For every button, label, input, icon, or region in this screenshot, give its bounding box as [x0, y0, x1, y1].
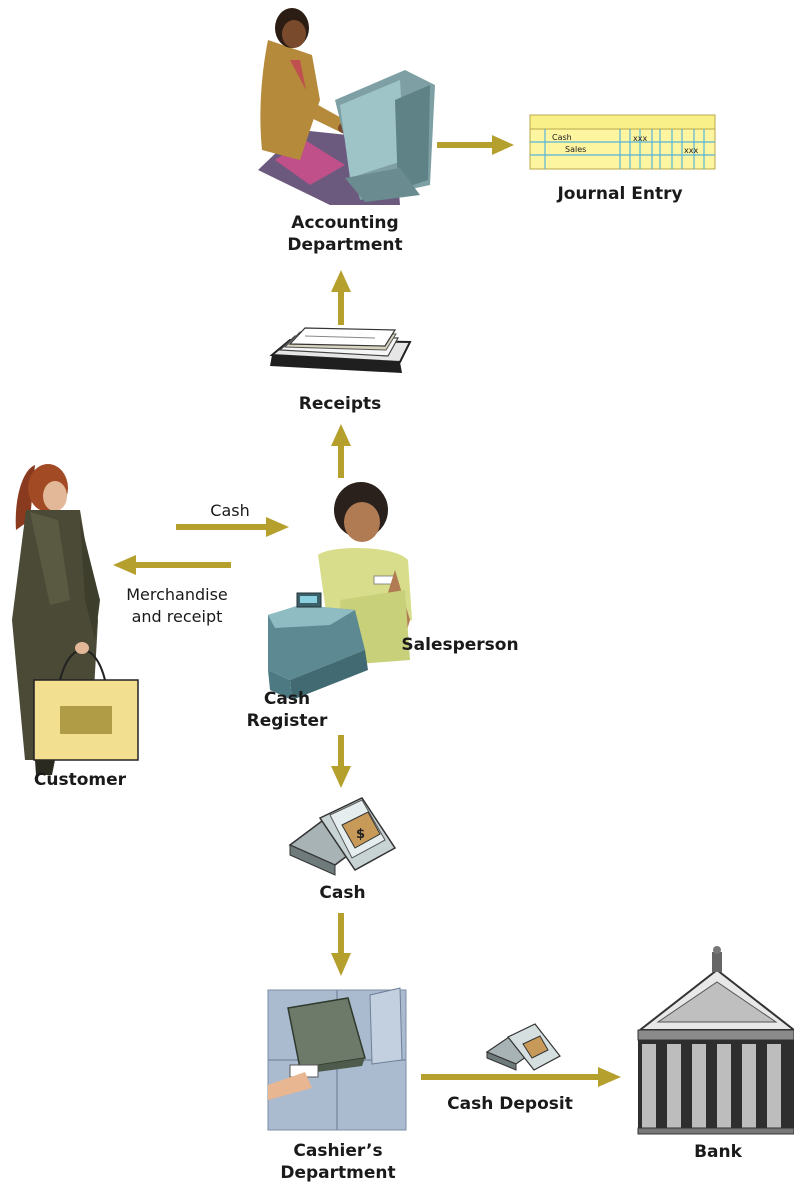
cash-register-icon — [268, 592, 368, 700]
ledger-row2-account: Sales — [565, 145, 586, 154]
flow-arrow-receipts-to-accounting — [331, 270, 351, 325]
journal-entry-label: Journal Entry — [557, 184, 683, 204]
accounting-label-line2: Department — [287, 235, 403, 255]
accountant-at-computer-icon — [258, 8, 435, 205]
deposit-cash-icon — [485, 1023, 561, 1071]
ledger-row1-amount: xxx — [633, 134, 647, 143]
flow-arrow-cash-from-customer — [176, 517, 289, 537]
cash-register-label: Cash Register — [232, 688, 342, 732]
svg-text:$: $ — [356, 827, 365, 842]
flow-arrow-register-to-receipts — [331, 424, 351, 478]
cash-label: Cash — [319, 883, 366, 903]
cashiers-department-label: Cashier’s Department — [268, 1140, 408, 1184]
receipts-label: Receipts — [298, 394, 382, 414]
merchandise-receipt-label: Merchandise and receipt — [112, 584, 242, 628]
flow-arrow-accounting-to-journal — [437, 135, 514, 155]
cashier-label-line1: Cashier’s — [293, 1141, 383, 1161]
shopper-with-bag-icon — [12, 464, 139, 775]
flow-arrow-deposit-to-bank — [421, 1067, 621, 1087]
register-label-line1: Cash — [263, 689, 311, 709]
flow-arrow-merchandise-to-customer — [113, 555, 231, 575]
salesperson-label: Salesperson — [401, 635, 519, 655]
cash-stack-icon: $ — [288, 797, 397, 876]
bank-label: Bank — [694, 1142, 742, 1162]
ledger-row2-amount: xxx — [684, 146, 698, 155]
cashier-label-line2: Department — [280, 1163, 396, 1183]
flow-arrow-cash-to-cashier — [331, 913, 351, 976]
customer-label: Customer — [33, 770, 127, 790]
merchandise-label-line2: and receipt — [131, 607, 223, 626]
cash-flow-label: Cash — [210, 501, 250, 520]
flow-arrow-register-to-cash — [331, 735, 351, 788]
ledger-row1-account: Cash — [552, 133, 572, 142]
merchandise-label-line1: Merchandise — [126, 585, 228, 604]
accounting-department-label: Accounting Department — [270, 212, 420, 256]
bank-building-icon — [637, 946, 794, 1135]
accounting-label-line1: Accounting — [291, 213, 399, 233]
vault-briefcase-icon — [267, 987, 407, 1131]
paper-tray-icon — [269, 327, 412, 373]
register-label-line2: Register — [246, 711, 328, 731]
cash-deposit-label: Cash Deposit — [447, 1094, 573, 1114]
journal-ledger-icon: Cash xxx Sales xxx — [529, 114, 716, 170]
